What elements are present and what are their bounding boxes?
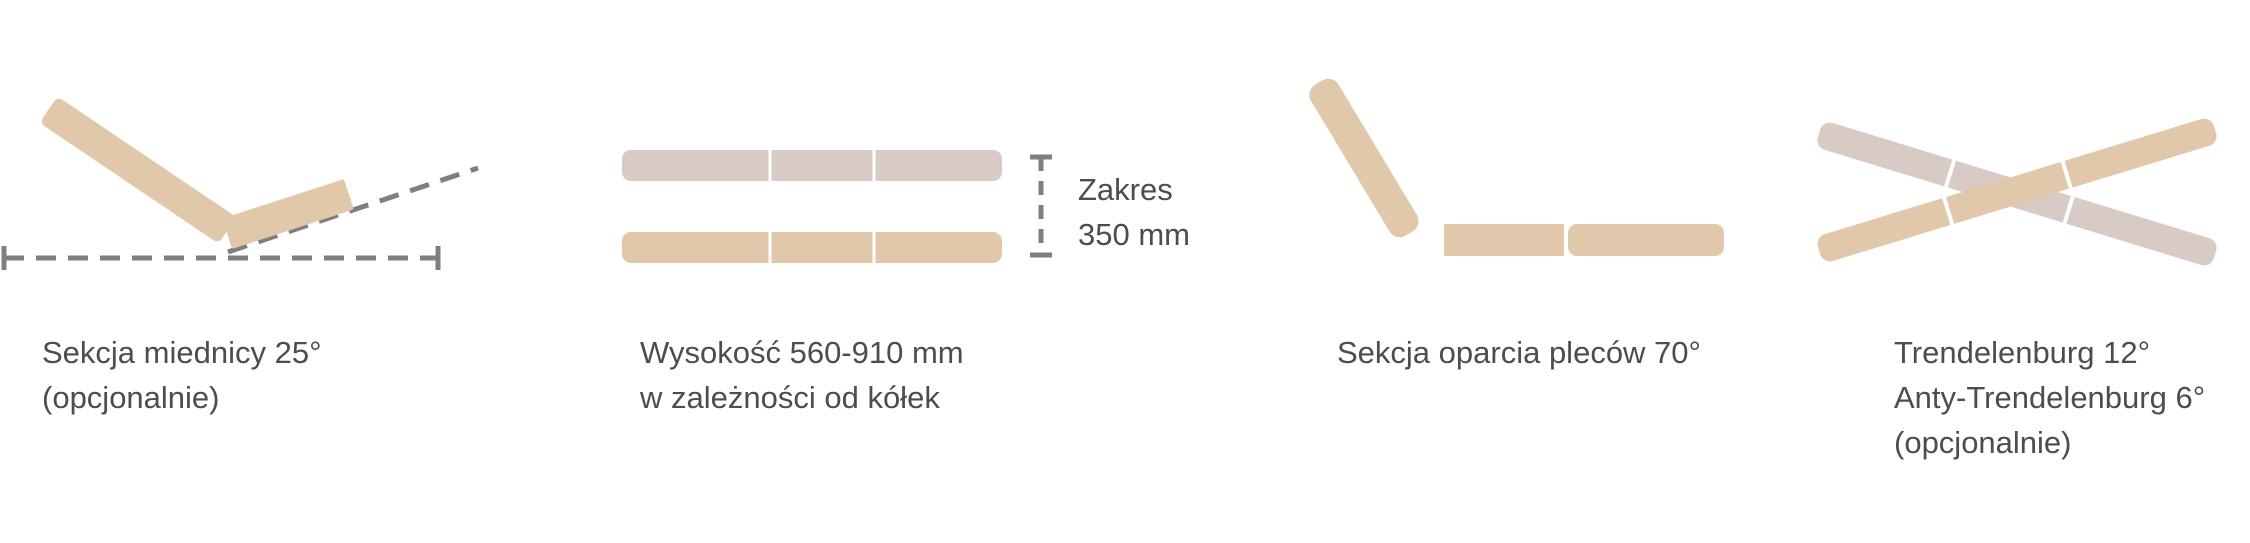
range-label-line-1: Zakres [1078,172,1173,207]
range-label-line-2: 350 mm [1078,217,1190,252]
mattress-upper [622,150,1002,181]
pelvic-section-illustration [1,98,479,270]
caption-line: Sekcja oparcia pleców 70° [1337,335,1701,370]
mattress-lower [622,232,1002,263]
caption-line: (opcjonalnie) [1894,425,2072,460]
mattress-segment-pelvic [222,179,354,249]
height-illustration [622,150,1052,263]
caption-height: Wysokość 560-910 mm w zależności od kółe… [640,330,964,420]
range-label: Zakres 350 mm [1078,167,1190,257]
trendelenburg-illustration [1817,118,2217,266]
mattress-segment-left [41,98,235,242]
caption-pelvic-section: Sekcja miednicy 25° (opcjonalnie) [42,330,321,420]
caption-line: (opcjonalnie) [42,380,220,415]
bed-trendelenburg-divider-1 [1942,197,1955,226]
caption-line: w zależności od kółek [640,380,940,415]
caption-trendelenburg: Trendelenburg 12° Anty-Trendelenburg 6° … [1894,330,2205,465]
flat-segment-1 [1444,224,1564,256]
caption-line: Trendelenburg 12° [1894,335,2150,370]
backrest-illustration [1309,78,1724,256]
caption-line: Anty-Trendelenburg 6° [1894,380,2206,415]
bed-anti-trendelenburg-divider-2 [2062,195,2075,224]
caption-backrest: Sekcja oparcia pleców 70° [1337,330,1701,375]
angle-dashed-line [227,165,479,255]
bed-trendelenburg-divider-2 [2060,160,2073,189]
bed-trendelenburg [1817,118,2217,262]
flat-segment-2 [1568,224,1724,256]
caption-line: Sekcja miednicy 25° [42,335,322,370]
bed-anti-trendelenburg-divider-1 [1944,159,1957,188]
caption-line: Wysokość 560-910 mm [640,335,964,370]
backrest-segment [1309,78,1419,238]
